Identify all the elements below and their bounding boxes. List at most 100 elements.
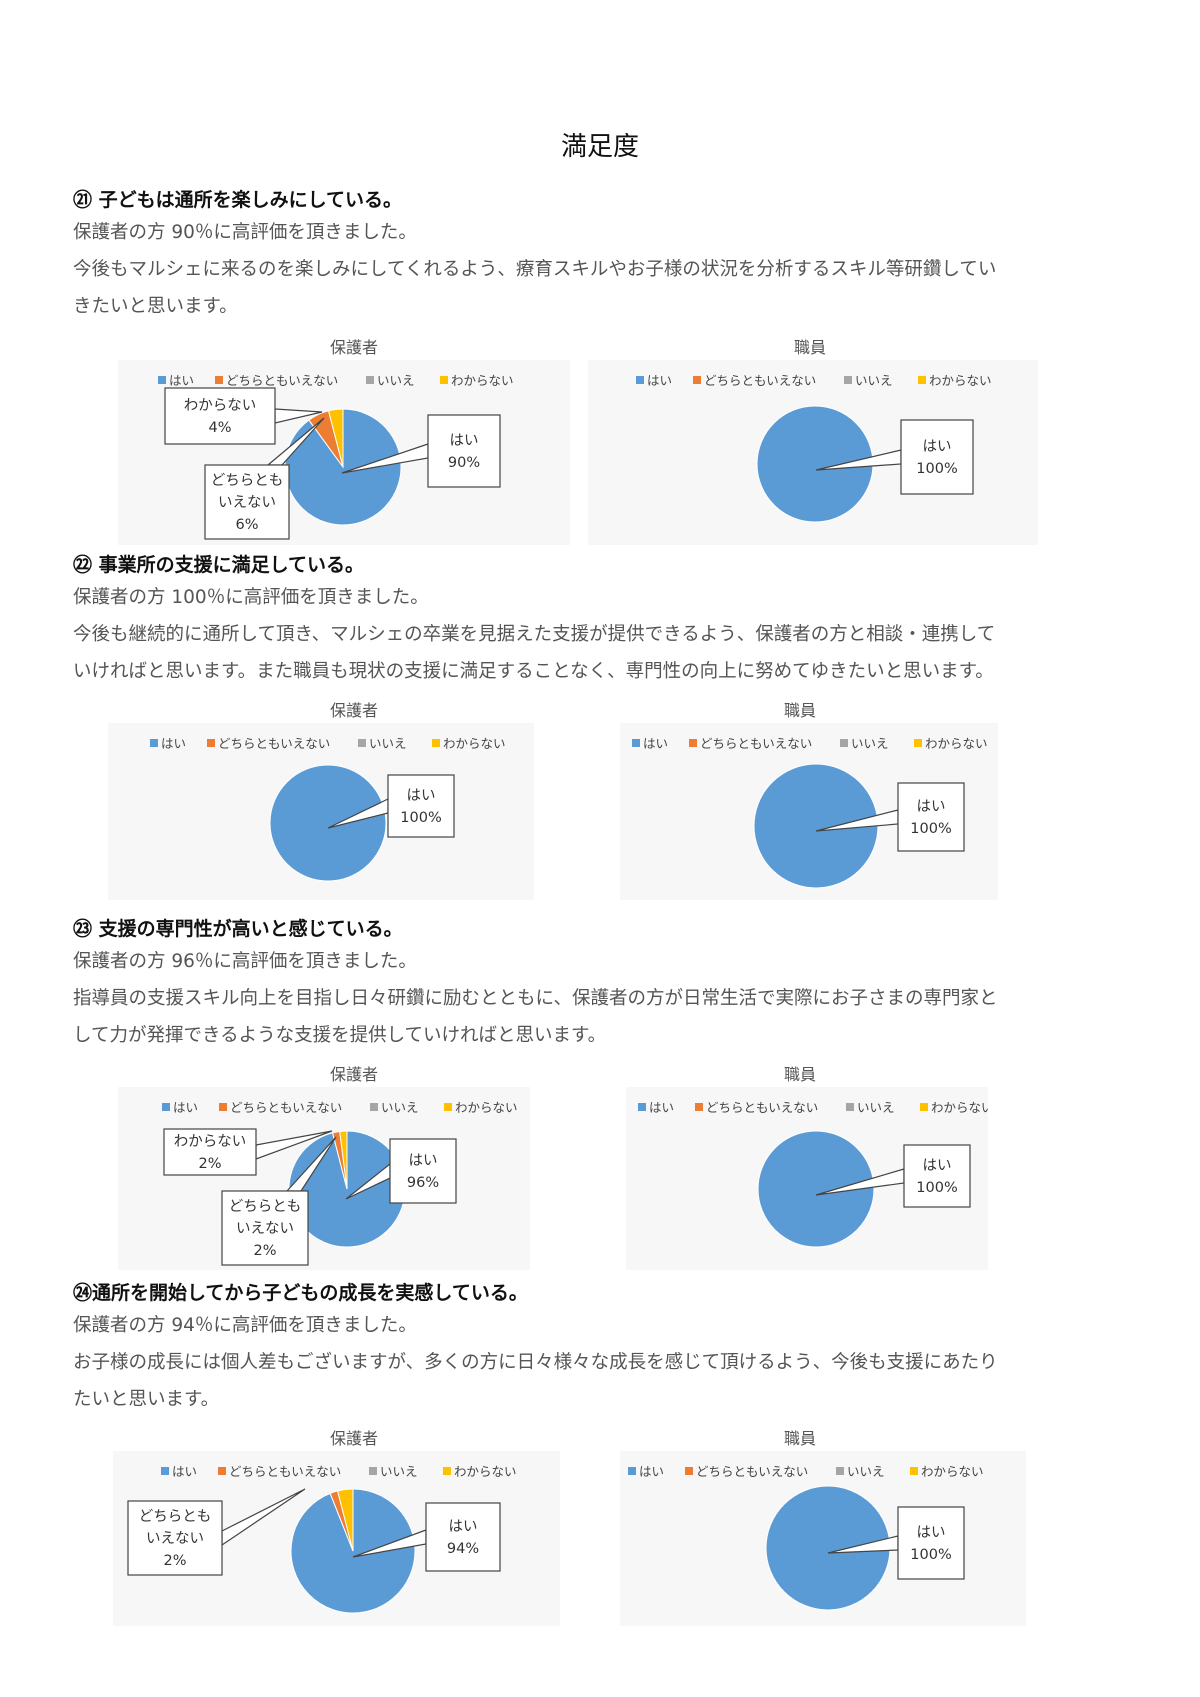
legend-swatch — [846, 1103, 854, 1111]
chart-title: 職員 — [783, 1429, 816, 1448]
page-title: 満足度 — [560, 132, 639, 162]
legend-swatch — [443, 1467, 451, 1475]
pie-chart-svg: はいどちらともいえないいいえわからないはい100% — [636, 373, 992, 523]
body-line: 指導員の支援スキル向上を目指し日々研鑽に励むとともに、保護者の方が日常生活で実際… — [73, 988, 998, 1009]
body-line: お子様の成長には個人差もございますが、多くの方に日々様々な成長を感じて頂けるよう… — [73, 1352, 998, 1373]
legend-label: わからない — [925, 736, 988, 751]
callout-text: はい — [917, 799, 946, 815]
callout-text: いえない — [236, 1220, 294, 1237]
legend-swatch — [444, 1103, 452, 1111]
callout-text: 100% — [910, 1547, 951, 1563]
legend-swatch — [693, 376, 701, 384]
callout-text: どちらとも — [139, 1508, 212, 1525]
callout-text: わからない — [184, 397, 257, 414]
body-line: 保護者の方 100％に高評価を頂きました。 — [73, 587, 429, 608]
legend-swatch — [366, 376, 374, 384]
body-line: たいと思います。 — [73, 1389, 220, 1410]
legend-swatch — [836, 1467, 844, 1475]
legend-label: はい — [169, 373, 194, 388]
callout-text: はい — [923, 1158, 952, 1174]
callout-text: 2% — [198, 1156, 221, 1172]
legend-swatch — [370, 1103, 378, 1111]
legend-label: わからない — [921, 1464, 984, 1479]
callout-text: 96% — [407, 1175, 439, 1191]
legend-swatch — [638, 1103, 646, 1111]
callout-text: はい — [923, 439, 952, 455]
question-heading: ㉑ 子どもは通所を楽しみにしている。 — [73, 189, 403, 211]
body-line: いければと思います。また職員も現状の支援に満足することなく、専門性の向上に努めて… — [73, 661, 994, 682]
legend-swatch — [218, 1467, 226, 1475]
callout-text: 90% — [448, 455, 480, 471]
callout-text: どちらとも — [211, 472, 284, 489]
section-21: ㉑ 子どもは通所を楽しみにしている。 保護者の方 90％に高評価を頂きました。 … — [73, 188, 1143, 325]
legend-swatch — [844, 376, 852, 384]
pie-slice-わからない — [327, 408, 344, 468]
pie-chart-svg: はいどちらともいえないいいえわからないはい90%わからない4%どちらともいえない… — [158, 373, 514, 540]
legend-label: いいえ — [380, 1464, 418, 1479]
legend-label: どちらともいえない — [229, 1464, 341, 1479]
legend-label: わからない — [443, 736, 506, 751]
legend-swatch — [840, 739, 848, 747]
body-line: 今後も継続的に通所して頂き、マルシェの卒業を見据えた支援が提供できるよう、保護者… — [73, 624, 996, 645]
legend-swatch — [215, 376, 223, 384]
callout-text: はい — [450, 433, 479, 449]
pie-chart-svg: はいどちらともいえないいいえわからないはい94%どちらともいえない2% — [127, 1464, 517, 1614]
chart-title: 保護者 — [329, 1065, 378, 1084]
pie-slice-はい — [269, 764, 387, 882]
callout-text: 6% — [235, 517, 258, 533]
section-23: ㉓ 支援の専門性が高いと感じている。 保護者の方 96％に高評価を頂きました。 … — [73, 917, 1143, 1054]
legend-swatch — [440, 376, 448, 384]
chart-title: 職員 — [783, 701, 816, 720]
callout-text: はい — [407, 788, 436, 804]
legend-label: はい — [647, 373, 672, 388]
pie-slice-わからない — [339, 1130, 348, 1190]
data-label-callout: どちらともいえない 6% — [204, 417, 325, 540]
legend-label: はい — [649, 1100, 674, 1115]
legend-swatch — [219, 1103, 227, 1111]
pie-slice-わからない — [336, 1488, 354, 1552]
pie-slice-はい — [757, 1130, 875, 1248]
callout-text: 100% — [400, 810, 441, 826]
question-heading: ㉒ 事業所の支援に満足している。 — [73, 554, 365, 576]
legend-swatch — [910, 1467, 918, 1475]
legend-swatch — [358, 739, 366, 747]
callout-text: 2% — [253, 1243, 276, 1259]
legend-swatch — [636, 376, 644, 384]
legend-label: いいえ — [847, 1464, 885, 1479]
body-line: 保護者の方 96％に高評価を頂きました。 — [73, 951, 417, 972]
legend-swatch — [695, 1103, 703, 1111]
body-line: 保護者の方 90％に高評価を頂きました。 — [73, 222, 417, 243]
legend-label: はい — [643, 736, 668, 751]
data-label-callout: はい 90% — [341, 414, 501, 488]
legend-label: はい — [173, 1100, 198, 1115]
callout-text: はい — [409, 1153, 438, 1169]
legend-swatch — [158, 376, 166, 384]
body-line: 今後もマルシェに来るのを楽しみにしてくれるよう、療育スキルやお子様の状況を分析す… — [73, 259, 997, 280]
legend-label: はい — [639, 1464, 664, 1479]
legend-label: どちらともいえない — [226, 373, 338, 388]
legend-label: どちらともいえない — [696, 1464, 808, 1479]
legend-label: どちらともいえない — [230, 1100, 342, 1115]
callout-text: いえない — [218, 494, 276, 511]
legend-swatch — [150, 739, 158, 747]
pie-chart-svg: はいどちらともいえないいいえわからないはい100% — [638, 1100, 988, 1248]
callout-text: はい — [449, 1519, 478, 1535]
legend-label: わからない — [931, 1100, 988, 1115]
callout-text: 4% — [208, 420, 231, 436]
body-line: 保護者の方 94％に高評価を頂きました。 — [73, 1315, 417, 1336]
legend-label: どちらともいえない — [700, 736, 812, 751]
callout-text: 100% — [916, 1180, 957, 1196]
pie-chart-svg: はいどちらともいえないいいえわからないはい100% — [150, 736, 506, 882]
legend-label: いいえ — [857, 1100, 895, 1115]
